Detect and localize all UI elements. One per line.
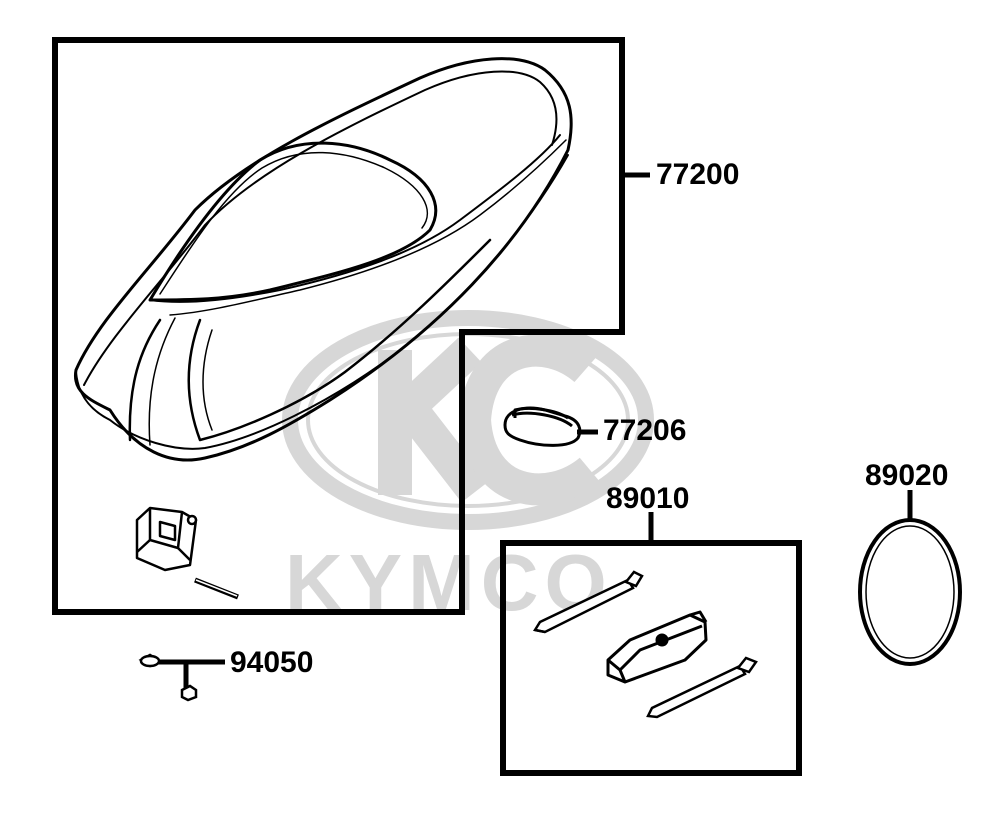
part-number-89010: 89010 bbox=[606, 482, 690, 515]
leader-94050 bbox=[158, 659, 225, 688]
tool-bag-band-drawing[interactable] bbox=[858, 518, 962, 666]
seat-drawing[interactable] bbox=[73, 57, 573, 462]
seat-latch-bracket[interactable] bbox=[135, 506, 198, 572]
screwdriver-upper[interactable] bbox=[532, 570, 644, 634]
part-number-77206: 77206 bbox=[603, 414, 687, 447]
box-spanner[interactable] bbox=[606, 610, 708, 684]
part-number-77200: 77200 bbox=[656, 158, 740, 191]
screwdriver-lower[interactable] bbox=[646, 656, 758, 719]
seat-assembly-frame bbox=[52, 37, 625, 615]
part-number-94050: 94050 bbox=[230, 646, 314, 679]
kymco-watermark-logo bbox=[282, 310, 654, 530]
seat-bumper-drawing[interactable] bbox=[503, 406, 582, 447]
part-number-89020: 89020 bbox=[865, 459, 949, 492]
seat-pin[interactable] bbox=[194, 577, 239, 600]
